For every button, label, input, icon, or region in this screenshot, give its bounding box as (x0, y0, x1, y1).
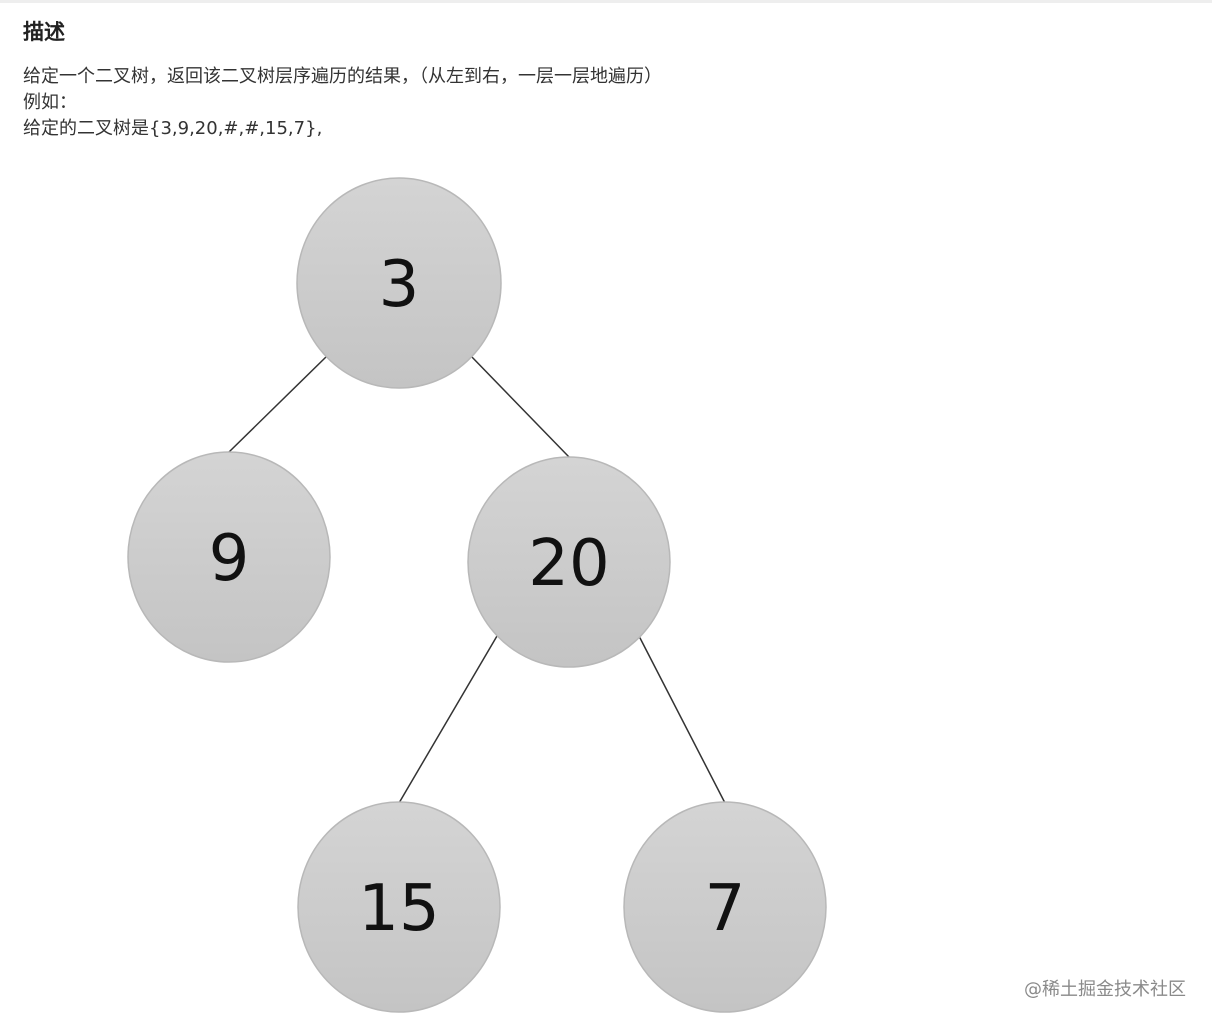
node-label-right: 20 (528, 527, 609, 601)
tree-node-right: 20 (467, 456, 671, 668)
node-label-left: 9 (209, 522, 250, 596)
edge-20-to-7 (638, 635, 726, 804)
node-label-root: 3 (379, 248, 420, 322)
node-label-right-right: 7 (705, 872, 746, 946)
tree-node-root: 3 (296, 177, 502, 389)
description-line-3: 给定的二叉树是{3,9,20,#,#,15,7}, (23, 118, 323, 139)
edge-3-to-9 (228, 354, 329, 453)
node-label-right-left: 15 (358, 872, 439, 946)
tree-node-right-left: 15 (297, 801, 501, 1013)
watermark: @稀土掘金技术社区 (1024, 979, 1186, 1000)
top-divider (0, 0, 1212, 3)
section-heading: 描述 (23, 20, 65, 44)
description-line-1: 给定一个二叉树，返回该二叉树层序遍历的结果，（从左到右，一层一层地遍历） (23, 66, 662, 87)
tree-node-left: 9 (127, 451, 331, 663)
tree-node-right-right: 7 (623, 801, 827, 1013)
edge-20-to-15 (398, 635, 498, 804)
problem-description: 给定一个二叉树，返回该二叉树层序遍历的结果，（从左到右，一层一层地遍历） 例如：… (23, 64, 662, 142)
description-line-2: 例如： (23, 92, 77, 113)
edge-3-to-20 (469, 354, 570, 458)
